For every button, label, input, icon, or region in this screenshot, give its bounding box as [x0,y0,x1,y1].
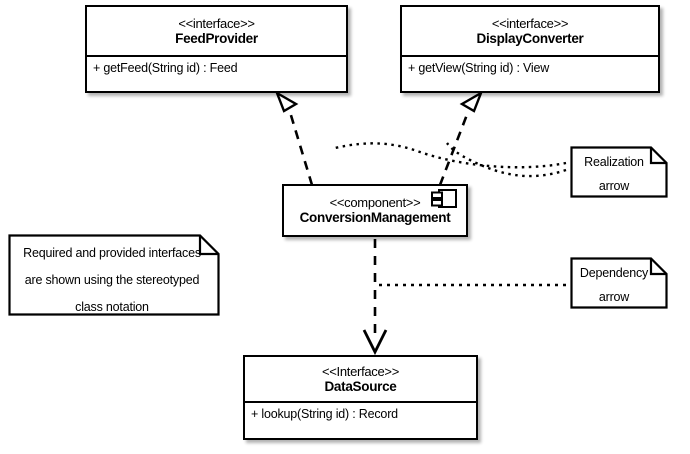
note-folded-corner-icon [649,258,667,276]
interface-name-label: FeedProvider [175,30,258,46]
note-line: Dependency [579,266,649,280]
interface-header-data-source: <<Interface>> DataSource [245,357,476,403]
realization-to-display-converter [438,90,484,186]
stereotype-label: <<component>> [329,195,421,210]
interface-header-feed-provider: <<interface>> FeedProvider [87,7,346,57]
stereotype-label: <<Interface>> [321,363,400,379]
operation-label: + getView(String id) : View [408,61,550,75]
note-shape [8,234,220,316]
note-line: are shown using the stereotyped [24,273,200,287]
interface-box-display-converter[interactable]: <<interface>> DisplayConverter + getView… [400,5,660,93]
interface-box-data-source[interactable]: <<Interface>> DataSource + lookup(String… [243,355,478,440]
open-v-arrowhead [362,329,388,356]
note-line: Realization [584,155,644,169]
operation-label: + lookup(String id) : Record [251,407,398,421]
interface-operations-feed-provider: + getFeed(String id) : Feed [87,57,346,91]
interface-operations-display-converter: + getView(String id) : View [402,57,658,91]
note-shape [570,257,668,309]
stereotype-label: <<interface>> [178,15,255,31]
dependency-to-data-source [362,239,388,356]
realization-to-feed-provider [274,90,314,186]
note-stereotype-explanation: Required and provided interfaces are sho… [8,234,220,316]
note-dependency-arrow: Dependency arrow [570,257,668,309]
operation-label: + getFeed(String id) : Feed [93,61,238,75]
component-icon [431,189,457,208]
note-line: arrow [598,290,630,304]
note-line: Required and provided interfaces [23,246,201,260]
note-realization-arrow: Realization arrow [570,146,668,198]
note-line: arrow [598,179,630,193]
note-shape [570,146,668,198]
component-name-label: ConversionManagement [299,210,451,225]
component-box-conversion-management[interactable]: <<component>> ConversionManagement [282,184,468,237]
interface-name-label: DataSource [324,378,397,394]
interface-header-display-converter: <<interface>> DisplayConverter [402,7,658,57]
note-line: class notation [75,300,149,314]
hollow-triangle-arrowhead [459,90,484,113]
interface-box-feed-provider[interactable]: <<interface>> FeedProvider + getFeed(Str… [85,5,348,93]
note-folded-corner-icon [198,235,219,256]
hollow-triangle-arrowhead [274,90,299,113]
stereotype-label: <<interface>> [491,15,569,31]
interface-name-label: DisplayConverter [476,30,584,46]
note-folded-corner-icon [649,147,667,165]
realization-note-leader [334,142,567,178]
interface-operations-data-source: + lookup(String id) : Record [245,403,476,438]
